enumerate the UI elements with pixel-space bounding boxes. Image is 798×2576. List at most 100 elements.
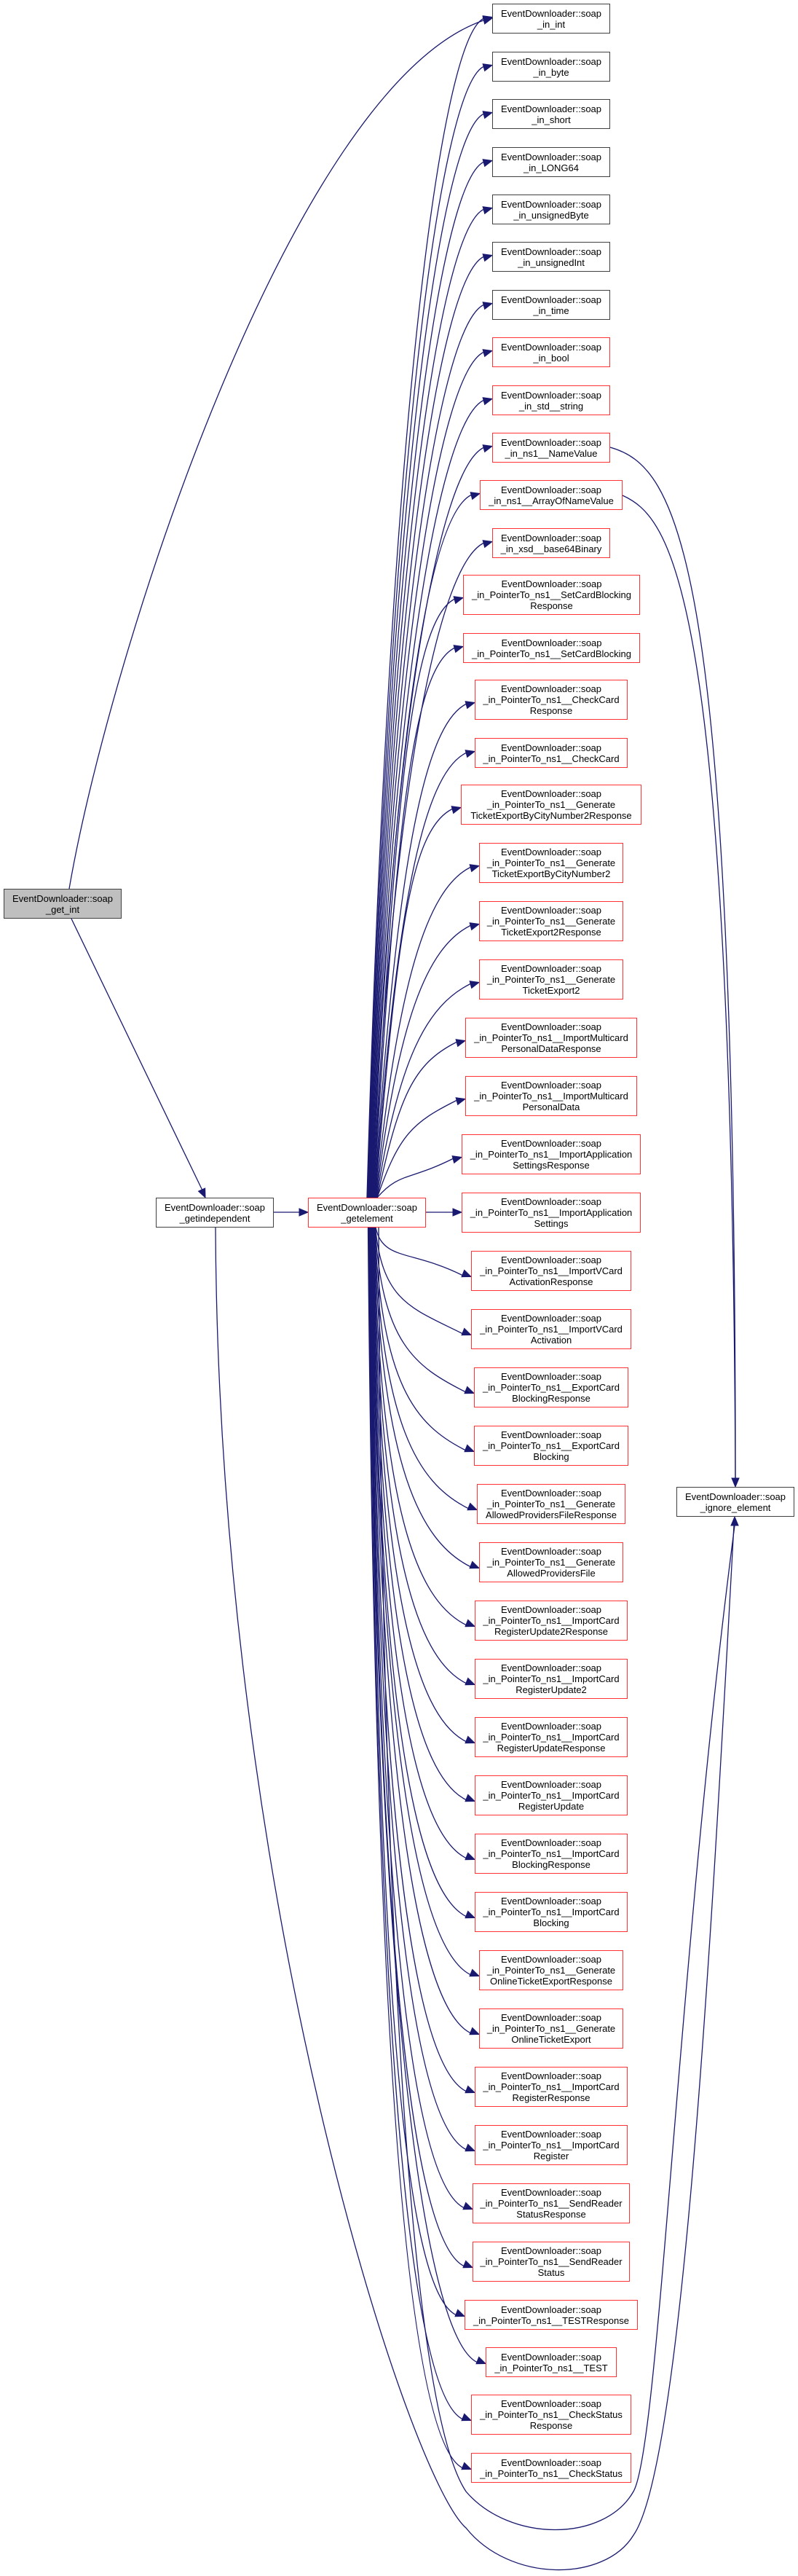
- node-label-line: EventDownloader::soap: [500, 484, 602, 495]
- node-label-line: _in_PointerTo_ns1__ImportVCard: [480, 1265, 623, 1276]
- callee-node[interactable]: EventDownloader::soap_in_int: [492, 4, 610, 34]
- node-label-line: _in_PointerTo_ns1__SetCardBlocking: [472, 589, 631, 600]
- arrowhead-icon: [455, 1039, 467, 1048]
- callee-node[interactable]: EventDownloader::soap_in_PointerTo_ns1__…: [463, 575, 640, 615]
- callee-node[interactable]: EventDownloader::soap_in_PointerTo_ns1__…: [471, 2453, 631, 2483]
- callee-node[interactable]: EventDownloader::soap_in_PointerTo_ns1__…: [479, 2008, 623, 2049]
- call-edge: [374, 1227, 469, 1509]
- node-label-line: EventDownloader::soap: [500, 1080, 602, 1091]
- callee-node[interactable]: EventDownloader::soap_in_PointerTo_ns1__…: [465, 1018, 637, 1058]
- arrowhead-icon: [197, 1187, 206, 1199]
- callee-node[interactable]: EventDownloader::soap_in_ns1__NameValue: [492, 433, 610, 463]
- callee-node[interactable]: EventDownloader::soap_in_PointerTo_ns1__…: [474, 1367, 628, 1407]
- callee-node[interactable]: EventDownloader::soap_in_PointerTo_ns1__…: [473, 2183, 630, 2223]
- node-label-line: _getelement: [341, 1212, 393, 1224]
- node-label-line: _in_byte: [533, 66, 569, 78]
- callee-node[interactable]: EventDownloader::soap_in_short: [492, 99, 610, 129]
- node-soap-getindependent[interactable]: EventDownloader::soap _getindependent: [156, 1198, 274, 1228]
- callee-node[interactable]: EventDownloader::soap_in_PointerTo_ns1__…: [479, 959, 623, 1000]
- node-label-line: OnlineTicketExportResponse: [490, 1976, 612, 1987]
- callee-node[interactable]: EventDownloader::soap_in_PointerTo_ns1__…: [462, 1193, 641, 1233]
- callee-node[interactable]: EventDownloader::soap_in_unsignedInt: [492, 242, 610, 272]
- node-label-line: EventDownloader::soap: [500, 151, 602, 162]
- callee-node[interactable]: EventDownloader::soap_in_PointerTo_ns1__…: [479, 1950, 623, 1990]
- node-label-line: EventDownloader::soap: [500, 2129, 602, 2140]
- callee-node[interactable]: EventDownloader::soap_in_PointerTo_ns1__…: [479, 1542, 623, 1582]
- node-soap-getelement[interactable]: EventDownloader::soap _getelement: [308, 1198, 426, 1228]
- callee-node[interactable]: EventDownloader::soap_in_xsd__base64Bina…: [492, 528, 610, 558]
- call-edge: [374, 1227, 463, 1335]
- callee-node[interactable]: EventDownloader::soap_in_PointerTo_ns1__…: [471, 2395, 631, 2435]
- node-label-line: EventDownloader::soap: [500, 847, 602, 857]
- callee-node[interactable]: EventDownloader::soap_in_PointerTo_ns1__…: [465, 1076, 637, 1116]
- node-label-line: EventDownloader::soap: [500, 7, 602, 19]
- callee-node[interactable]: EventDownloader::soap_in_PointerTo_ns1__…: [475, 1717, 628, 1757]
- callee-node[interactable]: EventDownloader::soap_in_time: [492, 290, 610, 320]
- node-label-line: EventDownloader::soap: [500, 1254, 602, 1265]
- callee-node[interactable]: EventDownloader::soap_in_PointerTo_ns1__…: [475, 1601, 628, 1641]
- node-label-line: _in_PointerTo_ns1__SetCardBlocking: [472, 648, 631, 659]
- node-label-line: _in_PointerTo_ns1__Generate: [486, 2023, 616, 2034]
- node-label-line: _in_PointerTo_ns1__ExportCard: [483, 1440, 620, 1451]
- node-label-line: EventDownloader::soap: [500, 1837, 602, 1848]
- node-label-line: EventDownloader::soap: [684, 1491, 786, 1502]
- node-label-line: _in_PointerTo_ns1__ImportCard: [483, 1907, 620, 1917]
- node-label-line: _in_ns1__NameValue: [505, 447, 598, 459]
- node-label-line: Response: [529, 2420, 573, 2431]
- callee-node[interactable]: EventDownloader::soap_in_PointerTo_ns1__…: [475, 1775, 628, 1815]
- callee-node[interactable]: EventDownloader::soap_in_PointerTo_ns1__…: [461, 785, 641, 825]
- callee-node[interactable]: EventDownloader::soap_in_PointerTo_ns1__…: [475, 680, 628, 720]
- node-label-line: ActivationResponse: [509, 1276, 593, 1287]
- node-label-line: _in_PointerTo_ns1__Generate: [486, 1965, 616, 1976]
- callee-node[interactable]: EventDownloader::soap_in_std__string: [492, 385, 610, 415]
- callee-node[interactable]: EventDownloader::soap_in_LONG64: [492, 147, 610, 177]
- callee-node[interactable]: EventDownloader::soap_in_ns1__ArrayOfNam…: [480, 480, 623, 510]
- arrowhead-icon: [464, 1444, 475, 1453]
- arrowhead-icon: [451, 1155, 463, 1164]
- callee-node[interactable]: EventDownloader::soap_in_unsignedByte: [492, 195, 610, 224]
- callee-node[interactable]: EventDownloader::soap_in_PointerTo_ns1__…: [479, 901, 623, 941]
- node-label-line: _in_bool: [533, 352, 569, 364]
- callee-node[interactable]: EventDownloader::soap_in_PointerTo_ns1__…: [486, 2347, 617, 2377]
- callee-node[interactable]: EventDownloader::soap_in_PointerTo_ns1__…: [471, 1309, 631, 1349]
- arrowhead-icon: [464, 1386, 475, 1394]
- callee-node[interactable]: EventDownloader::soap_in_PointerTo_ns1__…: [471, 1251, 631, 1291]
- node-label-line: _get_int: [45, 903, 80, 915]
- call-edge: [370, 399, 484, 1198]
- node-label-line: EventDownloader::soap: [500, 905, 602, 916]
- callee-node[interactable]: EventDownloader::soap_in_PointerTo_ns1__…: [475, 1892, 628, 1932]
- node-label-line: EventDownloader::soap: [500, 246, 602, 257]
- callee-node[interactable]: EventDownloader::soap_in_bool: [492, 337, 610, 367]
- node-label-line: EventDownloader::soap: [500, 1721, 602, 1732]
- callee-node[interactable]: EventDownloader::soap_in_PointerTo_ns1__…: [479, 843, 623, 883]
- node-soap-ignore-element[interactable]: EventDownloader::soap _ignore_element: [676, 1487, 794, 1517]
- callee-node[interactable]: EventDownloader::soap_in_PointerTo_ns1__…: [477, 1484, 625, 1524]
- node-label-line: _in_PointerTo_ns1__ImportApplication: [470, 1149, 633, 1160]
- arrowhead-icon: [452, 1208, 463, 1217]
- node-label-line: EventDownloader::soap: [500, 1313, 602, 1324]
- arrowhead-icon: [461, 1269, 473, 1278]
- callee-node[interactable]: EventDownloader::soap_in_byte: [492, 52, 610, 82]
- arrowhead-icon: [465, 1852, 476, 1861]
- call-edge: [368, 256, 484, 1198]
- call-edge: [367, 113, 484, 1198]
- callee-node[interactable]: EventDownloader::soap_in_PointerTo_ns1__…: [473, 2242, 630, 2282]
- callee-node[interactable]: EventDownloader::soap_in_PointerTo_ns1__…: [474, 1426, 628, 1466]
- callee-node[interactable]: EventDownloader::soap_in_PointerTo_ns1__…: [462, 1134, 641, 1174]
- callee-node[interactable]: EventDownloader::soap_in_PointerTo_ns1__…: [465, 2300, 638, 2330]
- callee-node[interactable]: EventDownloader::soap_in_PointerTo_ns1__…: [475, 738, 628, 768]
- callee-node[interactable]: EventDownloader::soap_in_PointerTo_ns1__…: [475, 1659, 628, 1699]
- call-edge: [371, 447, 484, 1198]
- node-label-line: AllowedProvidersFileResponse: [486, 1509, 617, 1520]
- node-label-line: _in_PointerTo_ns1__ImportMulticard: [474, 1032, 628, 1043]
- node-label-line: RegisterResponse: [512, 2092, 590, 2103]
- node-label-line: EventDownloader::soap: [12, 892, 114, 904]
- callee-node[interactable]: EventDownloader::soap_in_PointerTo_ns1__…: [475, 2125, 628, 2165]
- callee-node[interactable]: EventDownloader::soap_in_PointerTo_ns1__…: [463, 633, 640, 663]
- node-label-line: _in_PointerTo_ns1__ImportCard: [483, 1790, 620, 1801]
- callee-node[interactable]: EventDownloader::soap_in_PointerTo_ns1__…: [475, 2067, 628, 2107]
- arrowhead-icon: [465, 2143, 476, 2152]
- node-label-line: _in_std__string: [518, 400, 584, 412]
- callee-node[interactable]: EventDownloader::soap_in_PointerTo_ns1__…: [475, 1834, 628, 1874]
